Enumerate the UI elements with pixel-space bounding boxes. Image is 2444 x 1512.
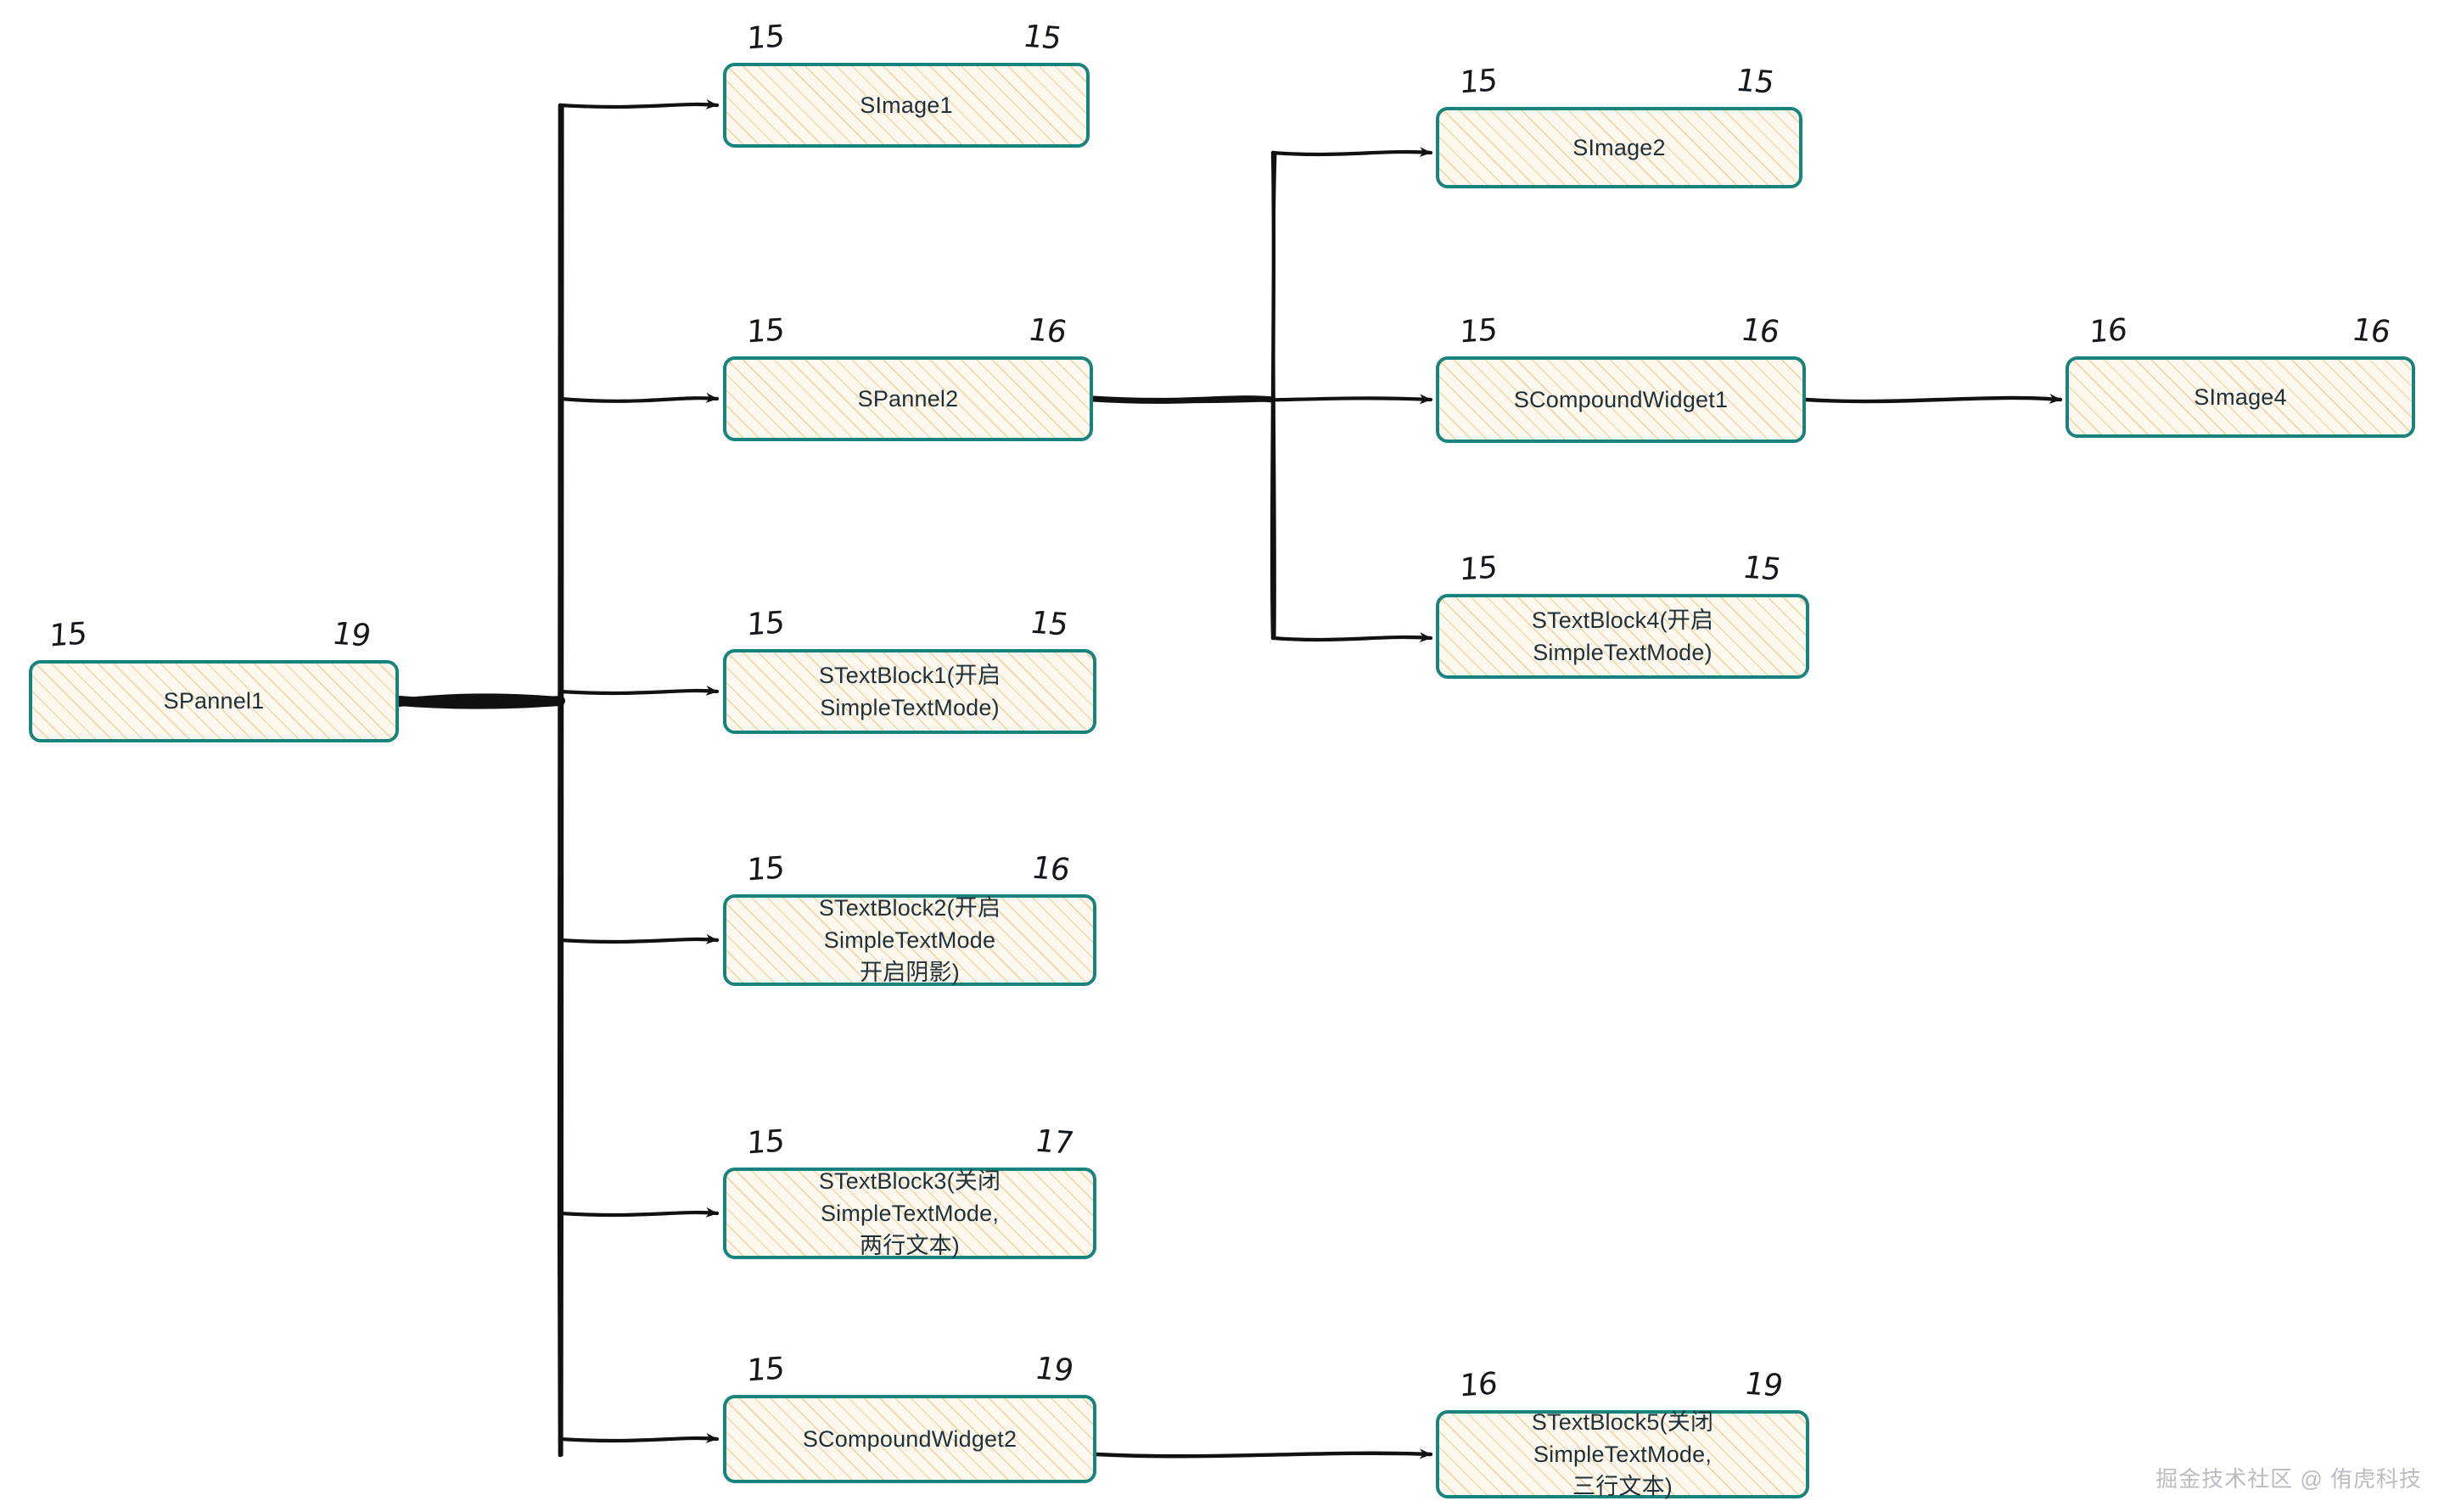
- corner-number-right-spannel1: 19: [329, 616, 373, 654]
- edge-scompoundwidget1-simage4: [1803, 393, 2063, 404]
- edge-spannel2-simage2: [1270, 147, 1433, 158]
- edge-trunk-spannel1: [394, 696, 565, 709]
- corner-number-right-stextblock3: 17: [1032, 1123, 1076, 1162]
- edges-spannel1: [394, 98, 720, 1458]
- corner-number-left-spannel2: 15: [745, 312, 786, 350]
- corner-number-right-scompoundwidget2: 19: [1032, 1351, 1076, 1389]
- corner-number-left-stextblock3: 15: [745, 1123, 786, 1162]
- edge-spannel1-stextblock3: [558, 1207, 720, 1218]
- corner-number-right-spannel2: 16: [1025, 312, 1069, 350]
- edge-scompoundwidget2-stextblock5: [1094, 1448, 1433, 1459]
- edge-trunk-spannel2: [1090, 395, 1276, 404]
- node-simage4[interactable]: SImage4: [2066, 356, 2415, 438]
- corner-number-left-scompoundwidget1: 15: [1458, 312, 1499, 350]
- corner-number-right-stextblock1: 15: [1027, 605, 1071, 643]
- node-spannel1[interactable]: SPannel1: [29, 660, 399, 742]
- edge-spine-2b: [1272, 151, 1277, 640]
- corner-number-left-simage1: 15: [745, 19, 786, 57]
- corner-number-right-simage4: 16: [2349, 312, 2393, 350]
- node-stextblock5[interactable]: STextBlock5(关闭SimpleTextMode, 三行文本): [1436, 1409, 1809, 1499]
- node-simage1[interactable]: SImage1: [723, 63, 1090, 148]
- corner-number-left-scompoundwidget2: 15: [745, 1351, 786, 1389]
- corner-number-right-scompoundwidget1: 16: [1738, 312, 1782, 350]
- node-stextblock2[interactable]: STextBlock2(开启SimpleTextMode 开启阴影): [723, 894, 1096, 986]
- edges-spannel2: [1090, 147, 1433, 643]
- corner-number-left-simage4: 16: [2088, 312, 2128, 350]
- corner-number-left-spannel1: 15: [48, 616, 88, 654]
- corner-number-right-stextblock5: 19: [1741, 1366, 1785, 1404]
- node-scompoundwidget1[interactable]: SCompoundWidget1: [1436, 356, 1806, 443]
- edge-spannel1-simage1: [558, 98, 720, 109]
- node-scompoundwidget2[interactable]: SCompoundWidget2: [723, 1395, 1096, 1483]
- corner-number-left-stextblock4: 15: [1458, 550, 1499, 588]
- edge-spannel1-spannel2: [558, 392, 720, 403]
- watermark: 掘金技术社区 @ 侑虎科技: [2155, 1466, 2422, 1492]
- edge-spannel1-stextblock1: [558, 685, 720, 696]
- edge-spine-2: [1270, 150, 1276, 641]
- node-stextblock3[interactable]: STextBlock3(关闭SimpleTextMode, 两行文本): [723, 1168, 1096, 1259]
- edge-spannel1-scompoundwidget2: [558, 1432, 720, 1443]
- node-stextblock1[interactable]: STextBlock1(开启SimpleTextMode): [723, 649, 1096, 734]
- edge-spannel2-stextblock4: [1270, 632, 1433, 643]
- edge-spine: [557, 103, 563, 1458]
- edge-spannel1-stextblock2: [558, 933, 720, 944]
- corner-number-left-stextblock1: 15: [745, 605, 786, 643]
- corner-number-right-stextblock4: 15: [1740, 550, 1784, 588]
- edge-spannel2-scompoundwidget1: [1090, 394, 1433, 405]
- node-spannel2[interactable]: SPannel2: [723, 356, 1093, 441]
- corner-number-left-simage2: 15: [1458, 63, 1499, 101]
- corner-number-left-stextblock2: 15: [745, 850, 786, 888]
- corner-number-left-stextblock5: 16: [1458, 1366, 1499, 1404]
- corner-number-right-simage2: 15: [1733, 63, 1777, 101]
- edge-trunk-spannel1-b: [395, 693, 564, 707]
- node-stextblock4[interactable]: STextBlock4(开启SimpleTextMode): [1436, 594, 1809, 679]
- node-simage2[interactable]: SImage2: [1436, 107, 1802, 188]
- corner-number-right-simage1: 15: [1020, 19, 1064, 57]
- edges-misc: [1094, 393, 2063, 1459]
- edge-spine-b: [559, 104, 564, 1457]
- corner-number-right-stextblock2: 16: [1029, 850, 1073, 888]
